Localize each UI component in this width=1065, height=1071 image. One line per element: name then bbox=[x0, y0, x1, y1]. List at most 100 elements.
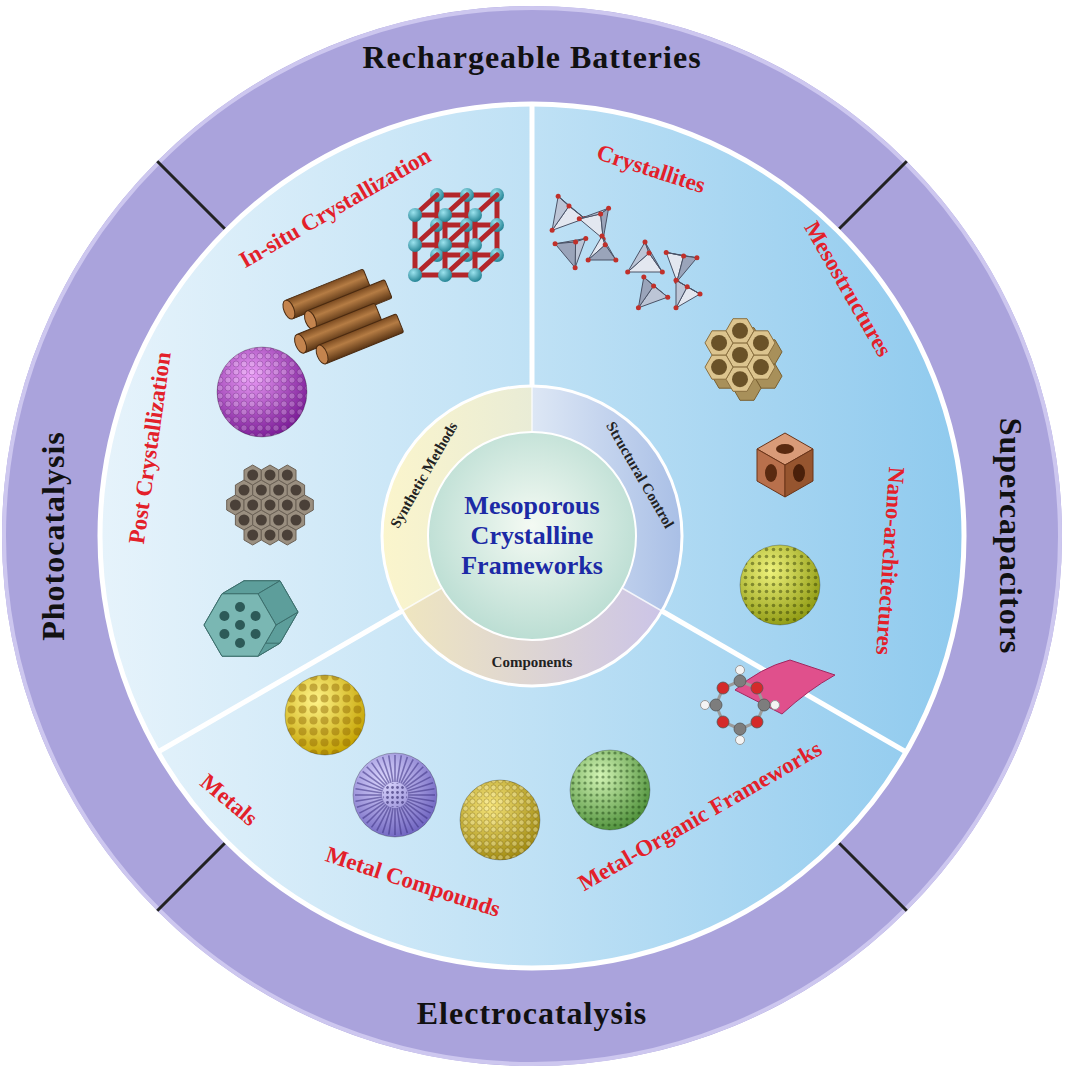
sphere-texture bbox=[285, 675, 365, 755]
band-divider bbox=[157, 161, 226, 230]
mof-atom bbox=[734, 675, 746, 687]
title-label: Mesoporous Crystalline Frameworks bbox=[440, 491, 625, 581]
sector-divider bbox=[662, 611, 906, 752]
mof-atom bbox=[717, 682, 729, 694]
sector-divider bbox=[158, 611, 402, 752]
illustration bbox=[4, 8, 1060, 1064]
crystallite-cluster bbox=[625, 240, 702, 311]
mof-atom bbox=[751, 682, 763, 694]
ring-divider bbox=[531, 386, 533, 432]
porous-cube bbox=[757, 433, 813, 497]
tetrahedron-face bbox=[628, 242, 649, 272]
tetrahedron-vertex bbox=[647, 251, 652, 256]
radial-channel bbox=[394, 808, 396, 835]
mof-atom bbox=[710, 699, 722, 711]
mof-atom bbox=[751, 716, 763, 728]
radial-channel bbox=[355, 794, 382, 796]
tetrahedron-vertex bbox=[603, 242, 608, 247]
tetrahedron-vertex bbox=[674, 278, 679, 283]
mof-atom bbox=[771, 701, 780, 710]
honeycomb-pore bbox=[282, 470, 293, 481]
mof-atom bbox=[717, 716, 729, 728]
lattice-atom bbox=[438, 238, 452, 252]
section-label: Components bbox=[492, 654, 573, 671]
sphere-texture bbox=[217, 347, 307, 437]
channel-pore bbox=[732, 347, 748, 363]
tetrahedron-vertex bbox=[641, 275, 646, 280]
mof-atom bbox=[734, 723, 746, 735]
bumpy-sphere bbox=[460, 780, 540, 860]
band-rim bbox=[4, 8, 1060, 1064]
application-label: Rechargeable Batteries bbox=[362, 40, 701, 75]
sphere-body bbox=[217, 347, 307, 437]
channel-pore bbox=[732, 371, 748, 387]
tetrahedron-face bbox=[676, 280, 687, 308]
mof-atom bbox=[758, 699, 770, 711]
tetrahedron-vertex bbox=[651, 283, 656, 288]
band-divider bbox=[837, 161, 906, 230]
sphere-rim bbox=[353, 753, 437, 837]
nanowire-end bbox=[281, 298, 298, 320]
honeycomb-pore bbox=[290, 515, 301, 526]
lattice-atom bbox=[468, 238, 482, 252]
lattice-atom bbox=[438, 208, 452, 222]
tetrahedron-vertex bbox=[573, 239, 578, 244]
tetrahedron-vertex bbox=[643, 240, 648, 245]
sphere-rim bbox=[740, 545, 820, 625]
mof-atom bbox=[701, 701, 710, 710]
channel-pore bbox=[711, 335, 727, 351]
tetrahedron-vertex bbox=[606, 206, 611, 211]
honeycomb-pore bbox=[265, 470, 276, 481]
tetrahedron-vertex bbox=[698, 292, 703, 297]
honeycomb-pore bbox=[239, 485, 250, 496]
sphere-body bbox=[570, 750, 650, 830]
tetrahedron-face bbox=[552, 196, 569, 230]
honeycomb-cluster bbox=[227, 465, 314, 545]
nanowire bbox=[318, 314, 403, 364]
tetrahedron-vertex bbox=[556, 194, 561, 199]
radial-channel bbox=[408, 794, 435, 796]
lattice-atom bbox=[408, 238, 422, 252]
prism-pore bbox=[235, 620, 245, 630]
sphere-rim bbox=[460, 780, 540, 860]
application-label: Supercapacitors bbox=[992, 418, 1027, 655]
disc-border bbox=[100, 104, 964, 968]
lattice-atom bbox=[468, 268, 482, 282]
prism-pore bbox=[219, 611, 229, 621]
ring-divider bbox=[402, 588, 442, 611]
tetrahedron-vertex bbox=[625, 270, 630, 275]
sphere-body bbox=[460, 780, 540, 860]
honeycomb-pore bbox=[265, 500, 276, 511]
channel-face bbox=[705, 355, 733, 379]
sphere-texture bbox=[460, 780, 540, 860]
tetrahedron-vertex bbox=[665, 295, 670, 300]
crystallite-cluster bbox=[550, 194, 619, 271]
tetrahedron-vertex bbox=[577, 216, 582, 221]
tetrahedron-vertex bbox=[664, 250, 669, 255]
honeycomb-pore bbox=[230, 500, 241, 511]
channel-pore bbox=[753, 335, 769, 351]
tetrahedron-vertex bbox=[694, 255, 699, 260]
prism-front bbox=[204, 594, 276, 656]
channel-pore bbox=[711, 359, 727, 375]
prism-pore bbox=[235, 638, 245, 648]
honeycomb-pore bbox=[282, 530, 293, 541]
lattice-atom bbox=[438, 268, 452, 282]
nanosheet bbox=[735, 660, 835, 714]
cube-face bbox=[785, 449, 813, 497]
dimpled-sphere bbox=[285, 675, 365, 755]
tetrahedron-vertex bbox=[681, 253, 686, 258]
cube-hole bbox=[765, 464, 777, 482]
honeycomb-pore bbox=[239, 515, 250, 526]
purple-sphere bbox=[217, 347, 307, 437]
tetrahedron-vertex bbox=[600, 234, 605, 239]
radial-channel bbox=[408, 789, 435, 793]
prism-pore bbox=[219, 629, 229, 639]
tetrahedron-vertex bbox=[586, 258, 591, 263]
tetrahedron-vertex bbox=[660, 270, 665, 275]
ring-divider bbox=[622, 588, 662, 611]
tetrahedron-face bbox=[588, 245, 616, 260]
honeycomb-pore bbox=[290, 485, 301, 496]
honeycomb-pore bbox=[247, 500, 258, 511]
